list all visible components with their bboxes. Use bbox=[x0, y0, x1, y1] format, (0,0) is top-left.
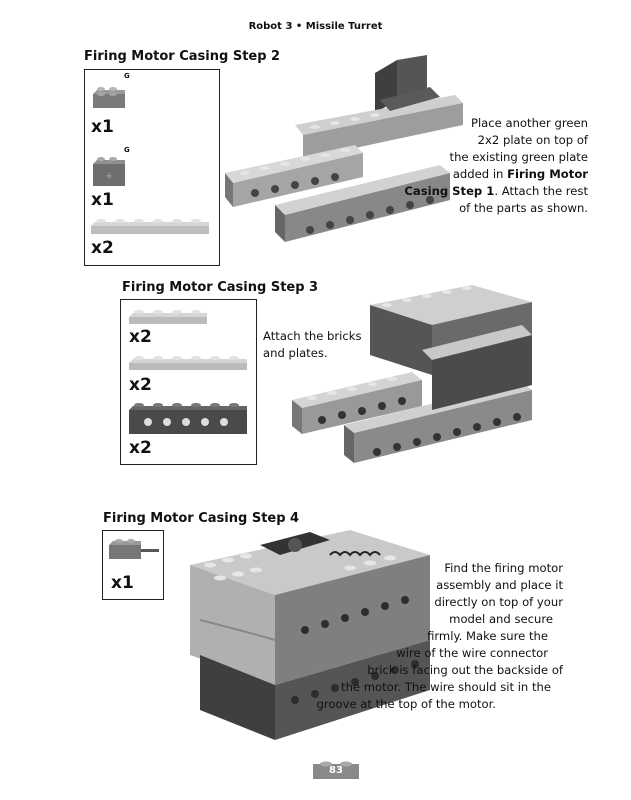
step2-line: of the parts as shown. bbox=[340, 200, 588, 217]
step4-line: model and secure bbox=[300, 611, 563, 628]
step4-parts-box: x1 bbox=[102, 530, 164, 600]
bold-text: Casing Step 1 bbox=[404, 184, 494, 198]
part-quantity: x1 bbox=[91, 190, 114, 210]
step2-line: added in Firing Motor bbox=[340, 166, 588, 183]
step2-parts-box: G x1 G + x1 x2 bbox=[84, 69, 220, 266]
light-plate-1x4-icon bbox=[129, 308, 209, 326]
svg-text:+: + bbox=[105, 171, 113, 182]
step4-line: firmly. Make sure the bbox=[300, 628, 563, 645]
part-quantity: x2 bbox=[129, 375, 152, 395]
wire-connector-brick-icon bbox=[107, 535, 161, 563]
step4-line: directly on top of your bbox=[300, 594, 563, 611]
part-quantity: x2 bbox=[91, 238, 114, 258]
text-run: added in bbox=[453, 167, 507, 181]
light-plate-1x6-icon bbox=[129, 354, 249, 372]
step2-line: Place another green bbox=[340, 115, 588, 132]
running-header: Robot 3 • Missile Turret bbox=[0, 21, 631, 32]
part-quantity: x1 bbox=[111, 573, 134, 593]
step4-line: assembly and place it bbox=[300, 577, 563, 594]
part-quantity: x2 bbox=[129, 438, 152, 458]
step2-instructions: Place another green 2x2 plate on top of … bbox=[340, 115, 588, 217]
step2-line: the existing green plate bbox=[340, 149, 588, 166]
light-plate-1x6-icon bbox=[91, 216, 211, 236]
step2-line: 2x2 plate on top of bbox=[340, 132, 588, 149]
dark-technic-brick-1x6-icon bbox=[129, 402, 249, 436]
step3-model-illustration bbox=[292, 280, 552, 495]
green-tag: G bbox=[124, 72, 130, 80]
part-quantity: x1 bbox=[91, 117, 114, 137]
step4-line: Find the firing motor bbox=[300, 560, 563, 577]
step4-line: brick is facing out the backside of bbox=[300, 662, 563, 679]
text-run: . Attach the rest bbox=[494, 184, 588, 198]
step2-line: Casing Step 1. Attach the rest bbox=[340, 183, 588, 200]
step4-line: groove at the top of the motor. bbox=[300, 696, 563, 713]
page-number: 83 bbox=[313, 765, 359, 776]
green-plate-2x2-icon bbox=[91, 80, 127, 112]
step4-line: the motor. The wire should sit in the bbox=[300, 679, 563, 696]
step4-instructions: Find the firing motor assembly and place… bbox=[300, 560, 563, 713]
step3-parts-box: x2 x2 x2 bbox=[120, 299, 257, 465]
step3-title: Firing Motor Casing Step 3 bbox=[122, 280, 318, 295]
part-quantity: x2 bbox=[129, 327, 152, 347]
step4-line: wire of the wire connector bbox=[300, 645, 563, 662]
green-brick-2x2-icon: + bbox=[91, 152, 127, 188]
bold-text: Firing Motor bbox=[507, 167, 588, 181]
